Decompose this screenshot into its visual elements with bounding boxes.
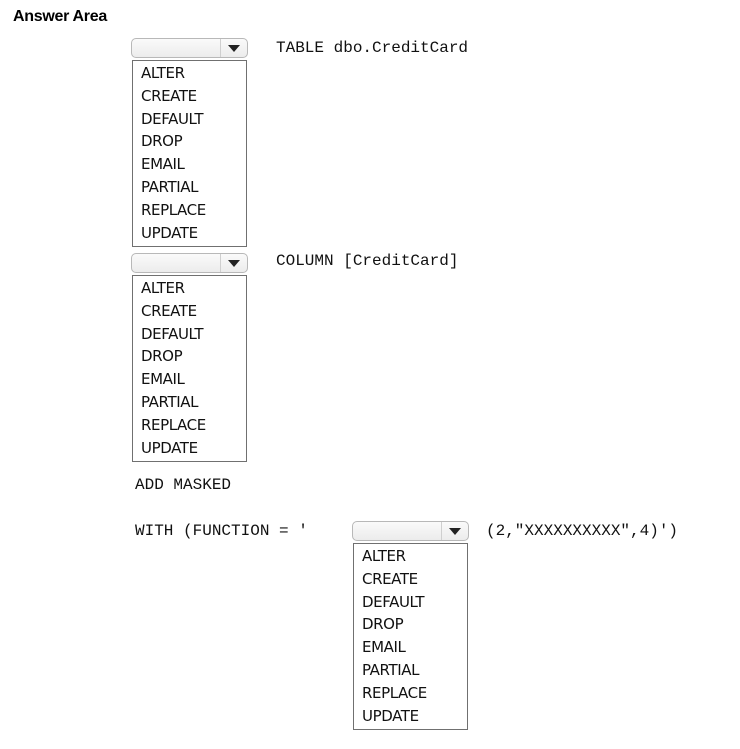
dropdown-option[interactable]: REPLACE: [362, 683, 427, 702]
dropdown-select-box[interactable]: [131, 253, 248, 273]
answer-area-title: Answer Area: [13, 8, 107, 25]
dropdown-options-list: ALTER CREATE DEFAULT DROP EMAIL PARTIAL …: [353, 543, 468, 731]
dropdown-option[interactable]: ALTER: [141, 64, 185, 82]
dropdown-option[interactable]: PARTIAL: [362, 660, 420, 679]
chevron-down-icon[interactable]: [220, 254, 247, 272]
dropdown-option[interactable]: DROP: [141, 132, 183, 151]
dropdown-mask-function[interactable]: ALTER CREATE DEFAULT DROP EMAIL PARTIAL …: [352, 521, 469, 731]
code-line-table: TABLE dbo.CreditCard: [276, 39, 469, 57]
chevron-down-icon[interactable]: [220, 39, 247, 57]
dropdown-option[interactable]: CREATE: [141, 301, 197, 320]
code-line-with-function: WITH (FUNCTION = ': [135, 522, 308, 540]
dropdown-option[interactable]: DEFAULT: [141, 109, 204, 128]
dropdown-option[interactable]: DEFAULT: [362, 592, 425, 611]
dropdown-options-list: ALTER CREATE DEFAULT DROP EMAIL PARTIAL …: [132, 275, 247, 463]
dropdown-option[interactable]: REPLACE: [141, 415, 206, 434]
dropdown-select-box[interactable]: [131, 38, 248, 58]
dropdown-option[interactable]: UPDATE: [362, 706, 419, 725]
dropdown-option[interactable]: EMAIL: [362, 638, 406, 657]
dropdown-column-verb[interactable]: ALTER CREATE DEFAULT DROP EMAIL PARTIAL …: [131, 253, 248, 463]
dropdown-option[interactable]: PARTIAL: [141, 392, 199, 411]
dropdown-option[interactable]: EMAIL: [141, 370, 185, 389]
dropdown-option[interactable]: PARTIAL: [141, 177, 199, 196]
dropdown-option[interactable]: REPLACE: [141, 200, 206, 219]
code-line-add-masked: ADD MASKED: [135, 476, 232, 494]
dropdown-option[interactable]: DROP: [141, 347, 183, 366]
chevron-down-icon[interactable]: [441, 522, 468, 540]
dropdown-option[interactable]: UPDATE: [141, 438, 198, 457]
code-line-column: COLUMN [CreditCard]: [276, 252, 459, 270]
code-line-function-args: (2,"XXXXXXXXXX",4)'): [486, 522, 679, 540]
dropdown-option[interactable]: ALTER: [141, 279, 185, 297]
dropdown-option[interactable]: DEFAULT: [141, 324, 204, 343]
dropdown-option[interactable]: CREATE: [362, 569, 418, 588]
dropdown-option[interactable]: DROP: [362, 615, 404, 634]
dropdown-option[interactable]: CREATE: [141, 86, 197, 105]
dropdown-option[interactable]: EMAIL: [141, 155, 185, 174]
dropdown-options-list: ALTER CREATE DEFAULT DROP EMAIL PARTIAL …: [132, 60, 247, 248]
dropdown-option[interactable]: UPDATE: [141, 223, 198, 242]
dropdown-statement-verb[interactable]: ALTER CREATE DEFAULT DROP EMAIL PARTIAL …: [131, 38, 248, 248]
dropdown-select-box[interactable]: [352, 521, 469, 541]
dropdown-option[interactable]: ALTER: [362, 547, 406, 565]
